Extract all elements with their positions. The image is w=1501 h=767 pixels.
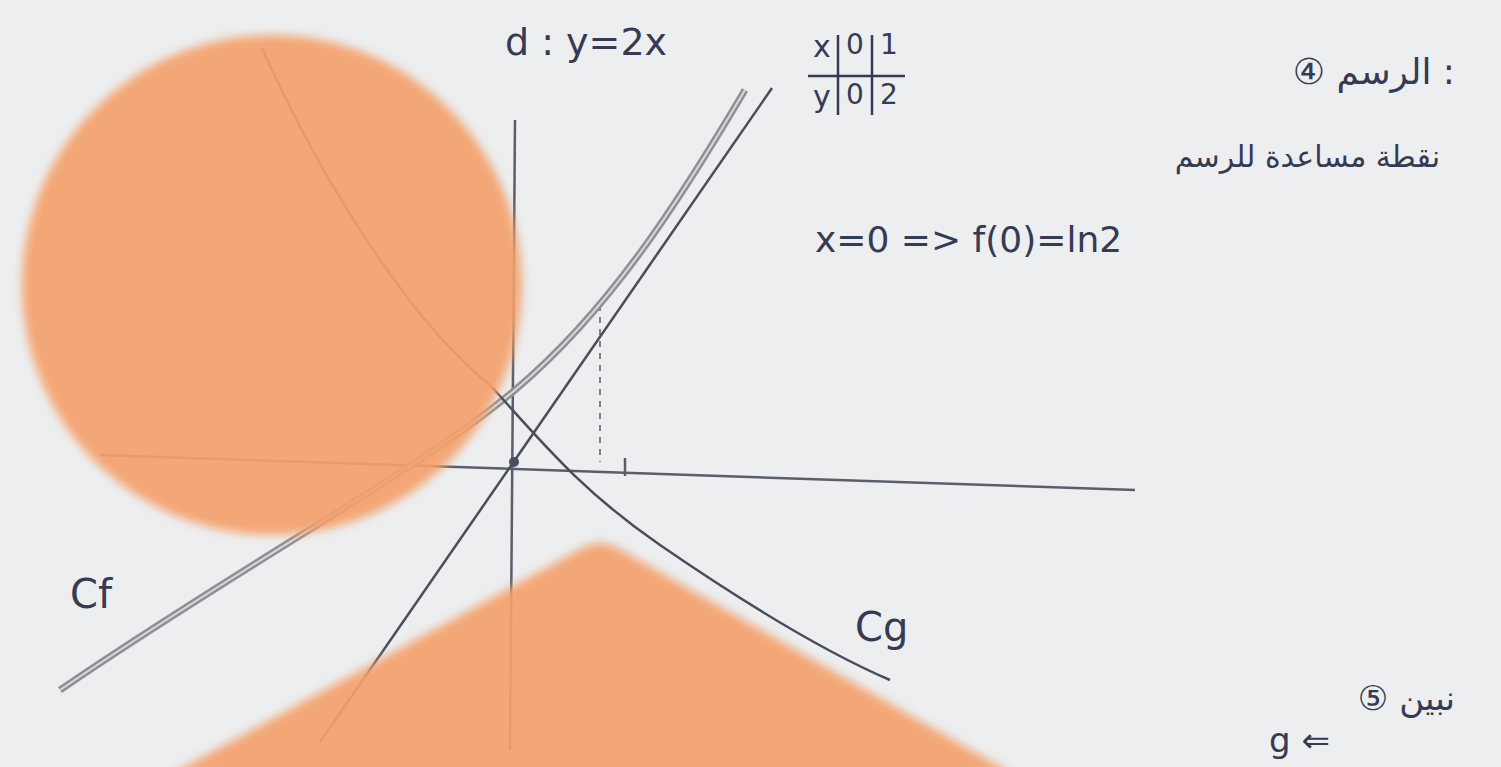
table-cell: 1 [880, 30, 898, 61]
handwritten-note: نقطة مساعدة للرسم [1175, 140, 1440, 173]
table-cell: y [813, 80, 831, 113]
table-cell: 0 [846, 80, 864, 111]
handwritten-note: ⑤ نبين [1358, 680, 1455, 717]
table-cell: 2 [880, 80, 898, 111]
handwritten-note: g ⇐ [1269, 722, 1330, 759]
origin-dot [509, 457, 519, 467]
handwritten-note: d : y=2x [505, 22, 667, 64]
table-cell: x [813, 30, 831, 63]
table-cell: 0 [846, 30, 864, 61]
handwritten-note: x=0 => f(0)=ln2 [815, 220, 1122, 260]
redaction-blobs [22, 35, 1015, 767]
handwritten-note: ④ الرسم : [1293, 52, 1455, 92]
handwritten-note: Cg [855, 605, 908, 649]
handwritten-note: Cf [70, 572, 112, 616]
